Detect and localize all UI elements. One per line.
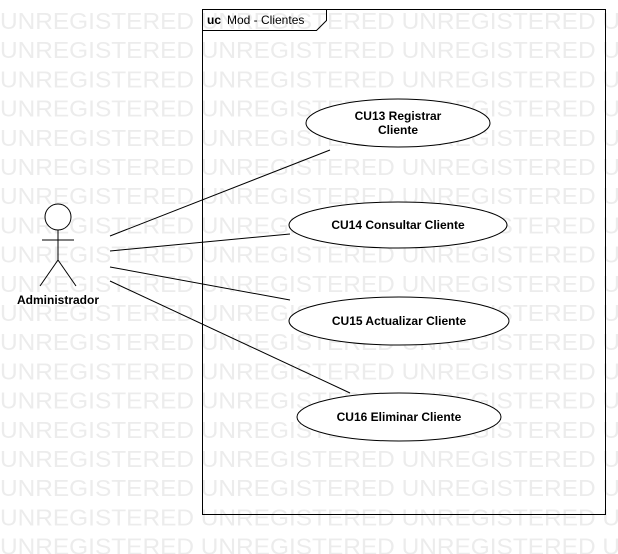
system-boundary[interactable] (202, 9, 606, 515)
use-case-cu15[interactable]: CU15 Actualizar Cliente (288, 296, 510, 346)
use-case-cu13[interactable]: CU13 Registrar Cliente (305, 98, 491, 148)
watermark-row: UNREGISTERED UNREGISTERED UNREGISTERED U (0, 8, 618, 34)
watermark-row: UNREGISTERED UNREGISTERED UNREGISTERED U (0, 475, 618, 501)
association-cu15[interactable] (109, 266, 291, 301)
association-cu16[interactable] (109, 280, 351, 394)
watermark-row: UNREGISTERED UNREGISTERED UNREGISTERED U (0, 242, 618, 268)
watermark-row: UNREGISTERED UNREGISTERED UNREGISTERED U (0, 446, 618, 472)
actor-administrador[interactable]: Administrador (17, 203, 99, 307)
association-cu14[interactable] (109, 233, 291, 252)
actor-head (44, 203, 72, 231)
use-case-label: CU15 Actualizar Cliente (332, 314, 467, 328)
watermark-row: UNREGISTERED UNREGISTERED UNREGISTERED U (0, 534, 618, 554)
frame-keyword: uc (207, 13, 221, 27)
watermark-row: UNREGISTERED UNREGISTERED UNREGISTERED U (0, 66, 618, 92)
actor-right-leg (57, 259, 77, 287)
frame-tab (202, 9, 327, 31)
use-case-label: CU13 Registrar (355, 109, 442, 123)
actor-left-leg (39, 259, 59, 287)
frame-name: Mod - Clientes (227, 13, 304, 27)
use-case-label: Cliente (378, 123, 418, 137)
watermark-row: UNREGISTERED UNREGISTERED UNREGISTERED U (0, 271, 618, 297)
use-case-label: CU14 Consultar Cliente (331, 218, 465, 232)
watermark-row: UNREGISTERED UNREGISTERED UNREGISTERED U (0, 504, 618, 530)
association-cu13[interactable] (109, 149, 331, 237)
watermark-row: UNREGISTERED UNREGISTERED UNREGISTERED U (0, 183, 618, 209)
actor-name: Administrador (17, 293, 99, 307)
watermark-row: UNREGISTERED UNREGISTERED UNREGISTERED U (0, 37, 618, 63)
use-case-cu16[interactable]: CU16 Eliminar Cliente (296, 392, 502, 442)
use-case-cu14[interactable]: CU14 Consultar Cliente (288, 201, 508, 249)
use-case-label: CU16 Eliminar Cliente (337, 410, 462, 424)
watermark-row: UNREGISTERED UNREGISTERED UNREGISTERED U (0, 358, 618, 384)
